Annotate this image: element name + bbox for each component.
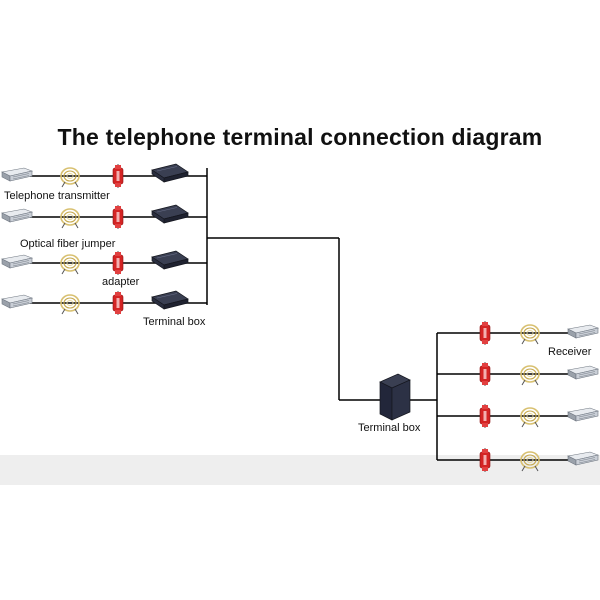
terminal-box-icon xyxy=(151,250,189,270)
connection-lines xyxy=(30,168,570,461)
adapter-icon xyxy=(479,320,491,346)
optical-fiber-jumper-icon xyxy=(520,365,540,386)
receiver-icon xyxy=(567,365,599,380)
adapter-icon xyxy=(479,361,491,387)
optical-fiber-jumper-icon xyxy=(520,407,540,428)
transmitter-icon xyxy=(1,167,33,182)
diagram-title: The telephone terminal connection diagra… xyxy=(57,124,543,150)
label-terminal-box-center: Terminal box xyxy=(358,422,421,434)
devices xyxy=(1,163,599,473)
optical-fiber-jumper-icon xyxy=(60,208,80,229)
terminal-box-icon xyxy=(151,290,189,310)
receiver-icon xyxy=(567,407,599,422)
optical-fiber-jumper-icon xyxy=(60,167,80,188)
optical-fiber-jumper-icon xyxy=(520,324,540,345)
label-telephone-transmitter: Telephone transmitter xyxy=(4,190,110,202)
transmitter-icon xyxy=(1,294,33,309)
terminal-box-icon xyxy=(151,163,189,183)
optical-fiber-jumper-icon xyxy=(60,254,80,275)
label-terminal-box-left: Terminal box xyxy=(143,316,206,328)
transmitter-icon xyxy=(1,208,33,223)
adapter-icon xyxy=(479,403,491,429)
adapter-icon xyxy=(112,250,124,276)
label-receiver: Receiver xyxy=(548,346,592,358)
transmitter-icon xyxy=(1,254,33,269)
adapter-icon xyxy=(112,290,124,316)
label-optical-fiber-jumper: Optical fiber jumper xyxy=(20,238,116,250)
optical-fiber-jumper-icon xyxy=(60,294,80,315)
receiver-icon xyxy=(567,324,599,339)
terminal-box-icon xyxy=(151,204,189,224)
label-adapter: adapter xyxy=(102,276,140,288)
center-terminal-box-icon xyxy=(379,373,411,421)
adapter-icon xyxy=(112,204,124,230)
adapter-icon xyxy=(112,163,124,189)
